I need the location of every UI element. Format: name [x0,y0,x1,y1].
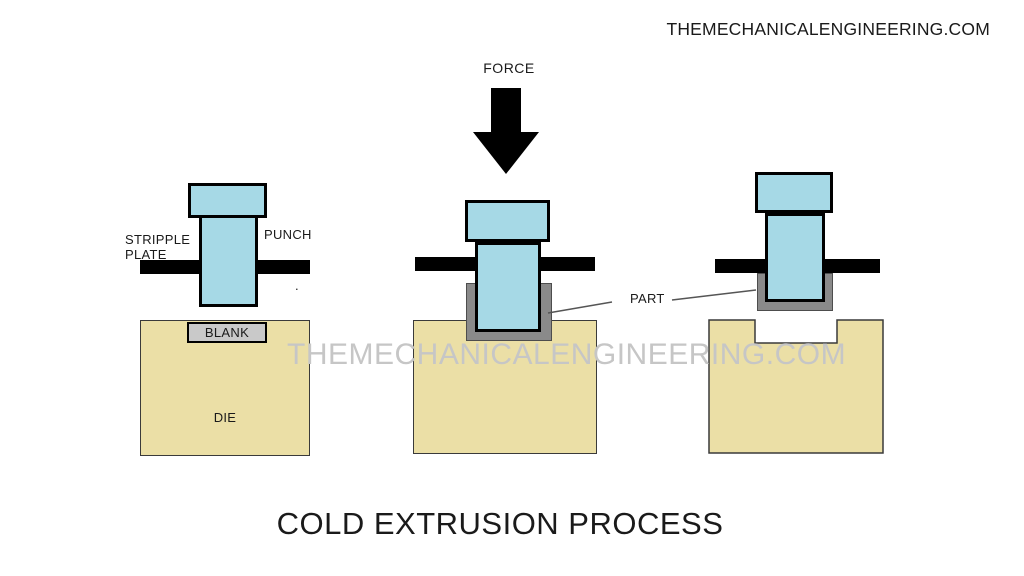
watermark-text: THEMECHANICALENGINEERING.COM [287,338,847,371]
part-label: PART [630,291,665,306]
force-label: FORCE [483,60,535,76]
stage2-die [413,320,597,454]
stray-dot: . [295,278,299,293]
force-arrow-icon [491,88,521,133]
site-url-text: THEMECHANICALENGINEERING.COM [666,19,990,39]
page-title: COLD EXTRUSION PROCESS [276,506,724,541]
stage3-punch-head [755,172,833,213]
stage3-punch-shaft [765,213,825,302]
die-label: DIE [213,410,237,425]
stage1-blank: BLANK [187,322,267,343]
stage1-punch-shaft [199,215,258,307]
punch-label: PUNCH [264,227,312,242]
stage1-punch-head [188,183,267,218]
stripper-plate-label-line2: PLATE [125,247,167,262]
stage2-punch-head [465,200,550,242]
force-arrow-head-icon [473,132,539,174]
stage2-punch-shaft [475,242,541,332]
stage3-die [708,319,884,454]
stage1-die [140,320,310,456]
stripper-plate-label-line1: STRIPPLE [125,232,191,247]
